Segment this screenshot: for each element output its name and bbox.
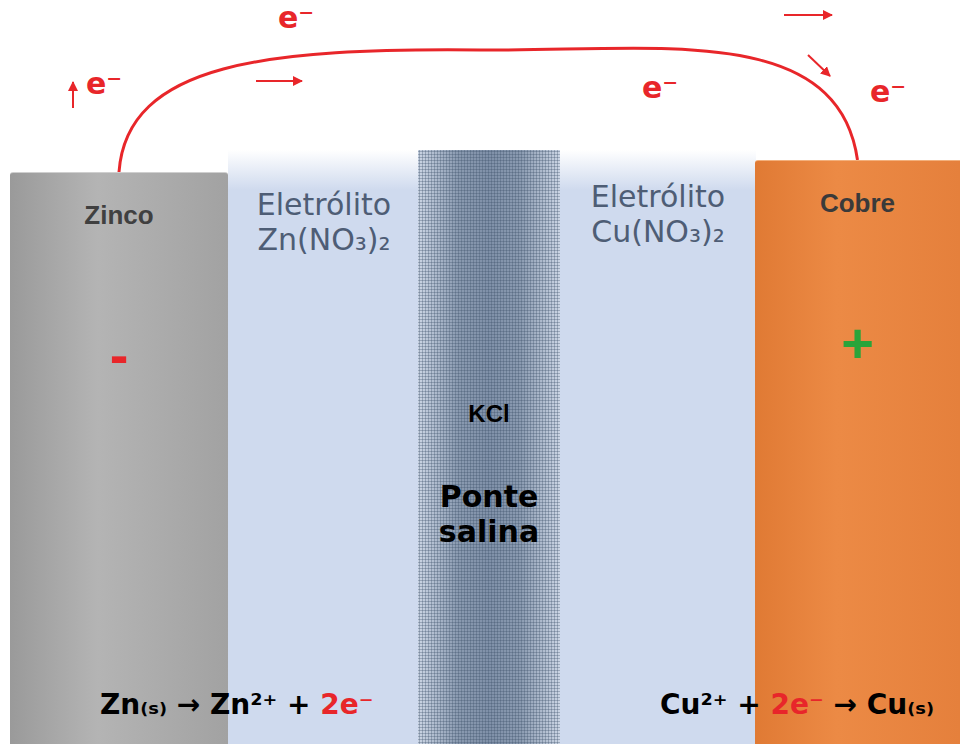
equation-part: 2e⁻ [320,688,373,721]
salt-bridge: KClPonte salina [418,150,560,744]
equation-part: 2e⁻ [770,688,823,721]
polarity-sign: + [759,311,956,375]
electrolyte-region: Eletrólito Zn(NO₃)₂ [228,150,420,744]
electron-flow-arrow [256,80,302,82]
electron-label: e⁻ [276,0,316,35]
electrolyte-region: Eletrólito Cu(NO₃)₂ [560,150,756,744]
bridge-label: Ponte salina [422,480,556,549]
equation-part: → Cu₍ₛ₎ [824,688,934,721]
electron-flow-arrow [72,82,74,108]
electron-label: e⁻ [84,66,124,101]
equation-part: Cu²⁺ + [660,688,770,721]
bridge-salt: KCl [422,400,556,428]
copper-electrode: Cobre + [755,160,960,744]
electrode-name: Cobre [759,189,956,219]
electron-label: e⁻ [640,70,680,105]
zinc-electrode: Zinco - [10,172,228,744]
electrolyte-label: Eletrólito Cu(NO₃)₂ [564,180,752,249]
electron-flow-arrow [784,14,832,16]
electrode-name: Zinco [14,201,224,231]
polarity-sign: - [14,323,224,387]
equation-part: Zn₍ₛ₎ → Zn²⁺ + [100,688,320,721]
electron-label: e⁻ [868,74,908,109]
half-reaction: Cu²⁺ + 2e⁻ → Cu₍ₛ₎ [660,688,934,721]
half-reaction: Zn₍ₛ₎ → Zn²⁺ + 2e⁻ [100,688,374,721]
electrolyte-label: Eletrólito Zn(NO₃)₂ [232,188,416,257]
electron-flow-arrow [808,55,830,76]
